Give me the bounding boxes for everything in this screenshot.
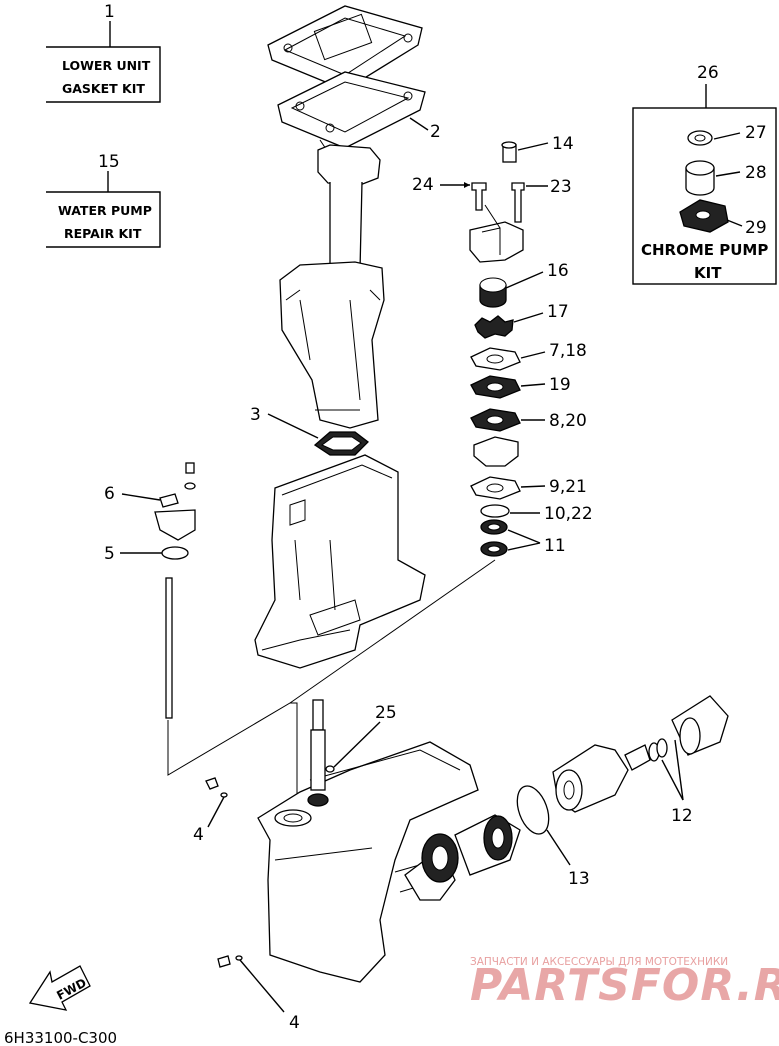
forward-arrow-icon: FWD	[28, 965, 91, 1011]
watermark-tagline: ЗАПЧАСТИ И АКСЕССУАРЫ ДЛЯ МОТОТЕХНИКИ	[470, 956, 728, 968]
water-pump-stack: 14 24 23 16 17 7,18 19	[412, 134, 593, 557]
callout-11: 11	[544, 536, 566, 556]
upper-gasket-assembly: 2	[267, 5, 441, 156]
kit-number-1: 1	[104, 2, 115, 22]
callout-28: 28	[745, 163, 767, 183]
callout-13: 13	[568, 869, 590, 889]
callout-4-upper: 4	[193, 825, 204, 845]
callout-14: 14	[552, 134, 574, 154]
lower-unit-kit-line2: GASKET KIT	[62, 81, 145, 96]
callout-10-22: 10,22	[544, 504, 593, 524]
upper-lower-casing	[254, 454, 426, 669]
kit-number-15: 15	[98, 152, 120, 172]
callout-3: 3	[250, 405, 261, 425]
callout-24: 24	[412, 175, 434, 195]
water-pump-kit-line1: WATER PUMP	[58, 203, 152, 218]
lower-unit-kit-line1: LOWER UNIT	[62, 58, 151, 73]
part-3-seal: 3	[250, 405, 369, 456]
callout-7-18: 7,18	[549, 341, 587, 361]
kit-number-26: 26	[697, 63, 719, 83]
callout-2: 2	[430, 122, 441, 142]
callout-5: 5	[104, 544, 115, 564]
callout-4-lower: 4	[289, 1013, 300, 1033]
shift-rod-assembly: 6 5	[104, 462, 496, 815]
callout-16: 16	[547, 261, 569, 281]
lower-unit-gasket-kit: 1 LOWER UNIT GASKET KIT	[46, 2, 161, 103]
part-2-gasket	[277, 71, 426, 149]
callout-29: 29	[745, 218, 767, 238]
callout-19: 19	[549, 375, 571, 395]
water-pump-repair-kit: 15 WATER PUMP REPAIR KIT	[46, 152, 161, 248]
watermark: ЗАПЧАСТИ И АКСЕССУАРЫ ДЛЯ МОТОТЕХНИКИ PA…	[470, 956, 779, 1011]
chrome-pump-kit-line2: KIT	[694, 264, 722, 282]
diagram-code: 6H33100-C300	[4, 1029, 117, 1046]
exhaust-guide-and-upper-casing	[279, 144, 385, 429]
callout-12: 12	[671, 806, 693, 826]
part-27-ring	[687, 130, 713, 146]
callout-27: 27	[745, 123, 767, 143]
chrome-pump-kit: 26 CHROME PUMP KIT 27 28 29	[632, 63, 777, 285]
callout-17: 17	[547, 302, 569, 322]
chrome-pump-kit-line1: CHROME PUMP	[641, 241, 768, 259]
callout-6: 6	[104, 484, 115, 504]
callout-25: 25	[375, 703, 397, 723]
watermark-brand: PARTSFOR.RU	[470, 960, 779, 1011]
prop-shaft-components: 13 12	[404, 695, 729, 901]
callout-23: 23	[550, 177, 572, 197]
water-pump-kit-line2: REPAIR KIT	[64, 226, 142, 241]
callout-9-21: 9,21	[549, 477, 587, 497]
callout-8-20: 8,20	[549, 411, 587, 431]
